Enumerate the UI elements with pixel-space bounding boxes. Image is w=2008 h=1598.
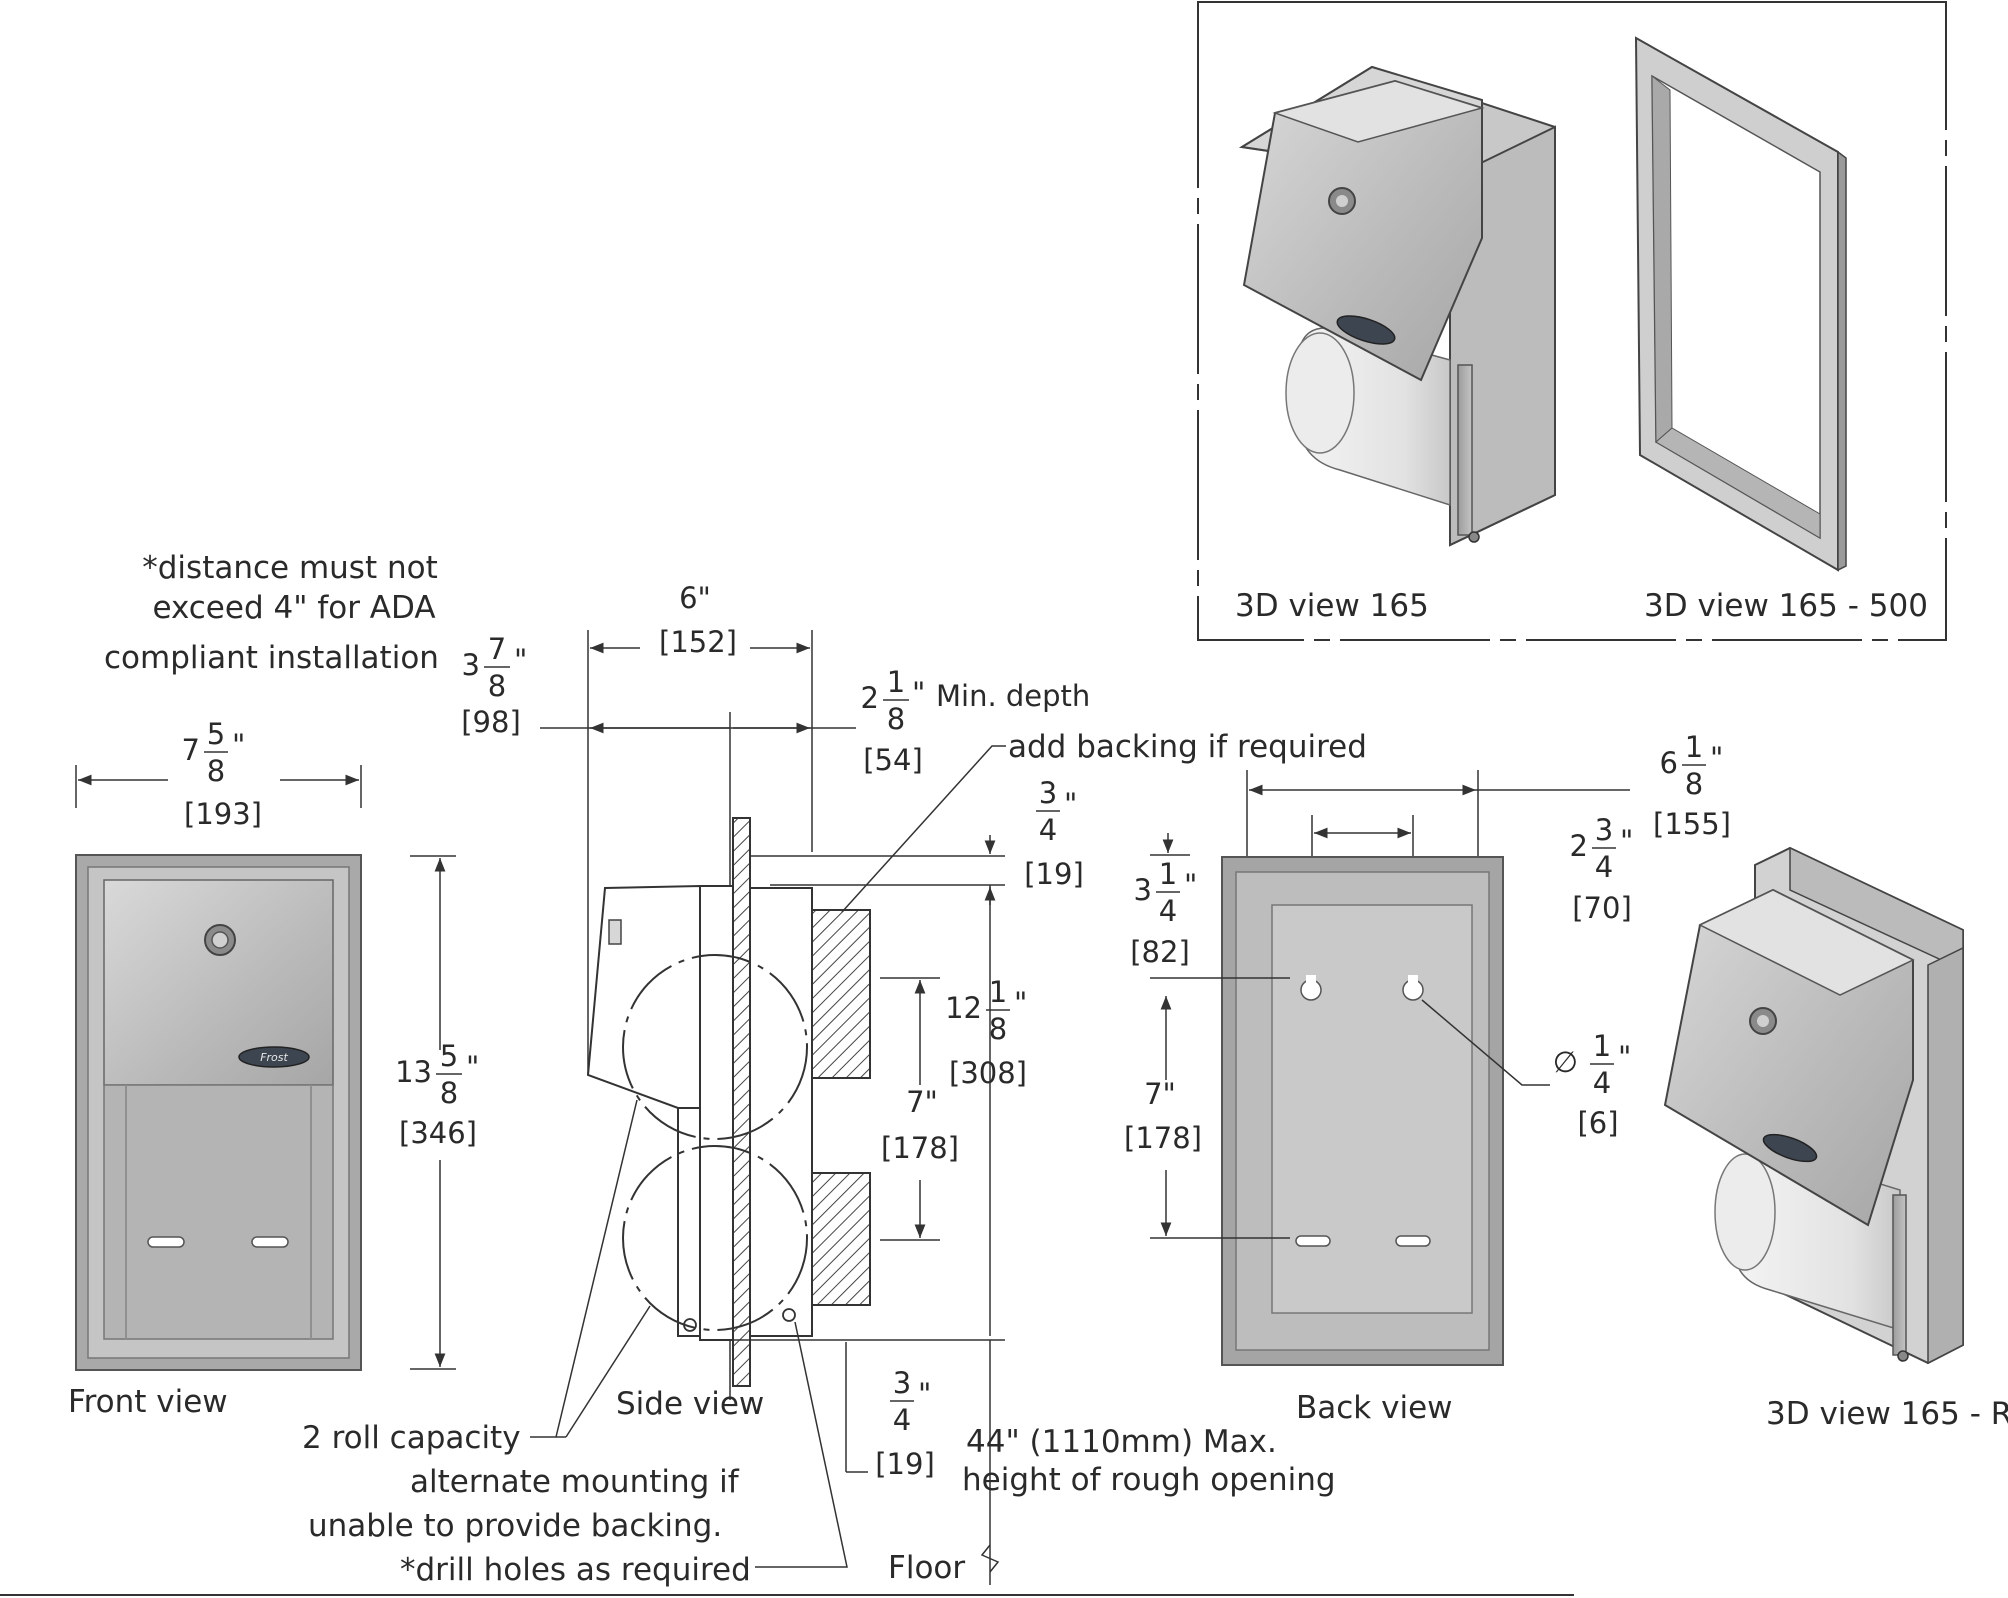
svg-text:8: 8 [989, 1012, 1007, 1046]
alternate-mounting-line2: unable to provide backing. [308, 1508, 722, 1544]
ada-note-line2: exceed 4" for ADA [152, 590, 435, 626]
alternate-mounting-line1: alternate mounting if [410, 1464, 740, 1500]
svg-text:4: 4 [1593, 1066, 1611, 1100]
svg-text:": " [466, 1050, 479, 1084]
svg-text:2: 2 [1570, 829, 1588, 863]
back-view-label: Back view [1296, 1390, 1453, 1426]
svg-text:[19]: [19] [875, 1447, 935, 1481]
svg-text:": " [1184, 868, 1197, 902]
svg-text:13: 13 [395, 1055, 432, 1089]
front-view: 7 5 8 " [193] Frost 13 5 8 " [3 [68, 717, 479, 1420]
iso-165: 3D view 165 [1235, 65, 1556, 624]
svg-text:2: 2 [861, 681, 879, 715]
svg-text:1: 1 [1685, 730, 1703, 764]
hole-dia-dim: ∅ 1 4 " [6] [1553, 1029, 1632, 1140]
svg-text:3: 3 [893, 1366, 911, 1400]
iso-165-r-label: 3D view 165 - R [1766, 1396, 2008, 1432]
brand-logo: Frost [260, 1051, 288, 1064]
ada-note-line3: compliant installation [104, 640, 439, 676]
svg-text:": " [1620, 824, 1633, 858]
max-height-line1: 44" (1110mm) Max. [966, 1424, 1277, 1460]
back-vertical-mm: [178] [1124, 1121, 1202, 1155]
bottom-offset-dim: 3 4 " [19] [875, 1366, 935, 1481]
svg-text:8: 8 [488, 669, 506, 703]
svg-text:": " [1014, 986, 1027, 1020]
side-view: 6" [152] 3 7 8 " [98] 2 1 8 " Min. depth… [0, 581, 1574, 1596]
svg-text:1: 1 [989, 975, 1007, 1009]
floor-label: Floor [888, 1550, 965, 1586]
svg-text:4: 4 [1159, 894, 1177, 928]
side-overall-mm: [152] [659, 625, 737, 659]
back-vertical-inch: 7" [1144, 1077, 1176, 1111]
front-width-dim: 7 5 8 " [193] [182, 717, 262, 831]
svg-text:[6]: [6] [1577, 1106, 1618, 1140]
svg-text:[193]: [193] [184, 797, 262, 831]
side-projection-dim: 3 7 8 " [98] [461, 632, 527, 739]
svg-text:Min. depth: Min. depth [936, 679, 1090, 713]
back-hole-spacing-dim: 2 3 4 " [70] [1570, 813, 1634, 925]
side-hole-spacing-inch: 7" [906, 1085, 938, 1119]
svg-text:": " [1710, 741, 1723, 775]
min-depth-dim: 2 1 8 " Min. depth [54] [861, 665, 1091, 777]
svg-text:": " [514, 643, 527, 677]
svg-text:3: 3 [1595, 813, 1613, 847]
iso-165-500-label: 3D view 165 - 500 [1644, 588, 1928, 624]
svg-text:": " [912, 676, 925, 710]
svg-text:[98]: [98] [461, 705, 521, 739]
svg-text:": " [1064, 787, 1077, 821]
svg-text:4: 4 [1039, 813, 1057, 847]
iso-views-box: 3D view 165 3D view 165 - 500 [1197, 1, 1947, 641]
ada-note: *distance must not exceed 4" for ADA com… [104, 550, 439, 676]
svg-text:7: 7 [488, 632, 506, 666]
svg-text:1: 1 [1593, 1029, 1611, 1063]
svg-text:4: 4 [1595, 850, 1613, 884]
ada-note-line1: *distance must not [142, 550, 437, 586]
svg-text:1: 1 [887, 665, 905, 699]
side-overall-inch: 6" [679, 581, 711, 615]
side-height-dim: 12 1 8 " [308] [945, 975, 1027, 1090]
svg-text:5: 5 [207, 717, 225, 751]
iso-165-500: 3D view 165 - 500 [1634, 36, 1928, 624]
side-view-label: Side view [616, 1386, 764, 1422]
iso-165-label: 3D view 165 [1235, 588, 1429, 624]
svg-text:": " [232, 728, 245, 762]
svg-text:": " [1618, 1040, 1631, 1074]
iso-165-r: 3D view 165 - R [1663, 846, 2008, 1432]
backing-callout: add backing if required [1008, 729, 1367, 765]
svg-text:8: 8 [207, 754, 225, 788]
svg-text:3: 3 [1039, 776, 1057, 810]
front-height-dim: 13 5 8 " [346] [395, 1039, 479, 1150]
back-top-dim: 3 1 4 " [82] [1130, 857, 1197, 969]
front-view-label: Front view [68, 1384, 228, 1420]
svg-text:[82]: [82] [1130, 935, 1190, 969]
svg-text:8: 8 [440, 1076, 458, 1110]
svg-text:[308]: [308] [949, 1056, 1027, 1090]
svg-text:3: 3 [1134, 873, 1152, 907]
svg-text:[70]: [70] [1572, 891, 1632, 925]
svg-text:[155]: [155] [1653, 807, 1731, 841]
max-height-line2: height of rough opening [962, 1462, 1336, 1498]
svg-text:[19]: [19] [1024, 857, 1084, 891]
drill-callout: *drill holes as required [400, 1552, 751, 1588]
svg-text:6: 6 [1660, 746, 1678, 780]
svg-text:[346]: [346] [399, 1116, 477, 1150]
top-offset-dim: 3 4 " [19] [1024, 776, 1084, 891]
svg-text:8: 8 [887, 702, 905, 736]
capacity-callout: 2 roll capacity [302, 1420, 521, 1456]
svg-text:4: 4 [893, 1403, 911, 1437]
back-view: 6 1 8 " [155] 2 3 4 " [70] [1124, 730, 1731, 1426]
svg-text:5: 5 [440, 1039, 458, 1073]
back-width-dim: 6 1 8 " [155] [1653, 730, 1731, 841]
svg-text:8: 8 [1685, 767, 1703, 801]
side-hole-spacing-mm: [178] [881, 1131, 959, 1165]
svg-text:∅: ∅ [1553, 1045, 1578, 1079]
svg-text:1: 1 [1159, 857, 1177, 891]
svg-text:12: 12 [945, 991, 982, 1025]
svg-text:3: 3 [462, 648, 480, 682]
svg-text:7: 7 [182, 733, 200, 767]
svg-text:": " [918, 1377, 931, 1411]
svg-text:[54]: [54] [863, 743, 923, 777]
